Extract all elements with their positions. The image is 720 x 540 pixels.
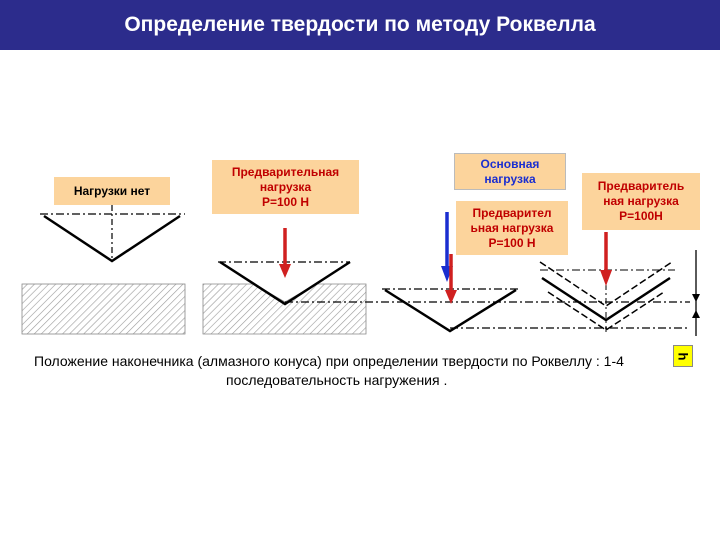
title-bar	[0, 0, 720, 50]
specimen-block-1	[21, 283, 186, 335]
caption-line-2: последовательность нагружения .	[226, 372, 448, 388]
caption-line-1: Положение наконечника (алмазного конуса)…	[34, 353, 624, 369]
specimen-block-2	[202, 283, 367, 335]
label-no-load: Нагрузки нет	[54, 177, 170, 205]
stage3-cone	[384, 288, 517, 333]
depth-arrow-top	[692, 294, 700, 302]
stage4-cone-outer	[539, 261, 673, 307]
page-title: Определение твердости по методу Роквелла	[124, 13, 596, 36]
stage1-cone	[43, 214, 181, 263]
label-preload-stage2: Предварительная нагрузка P=100 Н	[212, 160, 359, 214]
depth-h-label: h	[673, 345, 693, 367]
arrow-stage2-head	[279, 264, 291, 278]
arrow-stage3-head	[445, 290, 457, 304]
stage4-cone-middle	[541, 276, 671, 322]
label-main-load: Основная нагрузка	[454, 153, 566, 190]
label-preload-stage3: Предварител ьная нагрузка P=100 Н	[456, 201, 568, 255]
rockwell-diagram	[21, 205, 700, 336]
depth-arrow-bottom	[692, 310, 700, 318]
stage4-cone-inner	[547, 291, 665, 331]
label-preload-stage4: Предваритель ная нагрузка P=100Н	[582, 173, 700, 230]
arrow-stage4-head	[600, 270, 612, 286]
stage2-cone	[219, 260, 351, 306]
